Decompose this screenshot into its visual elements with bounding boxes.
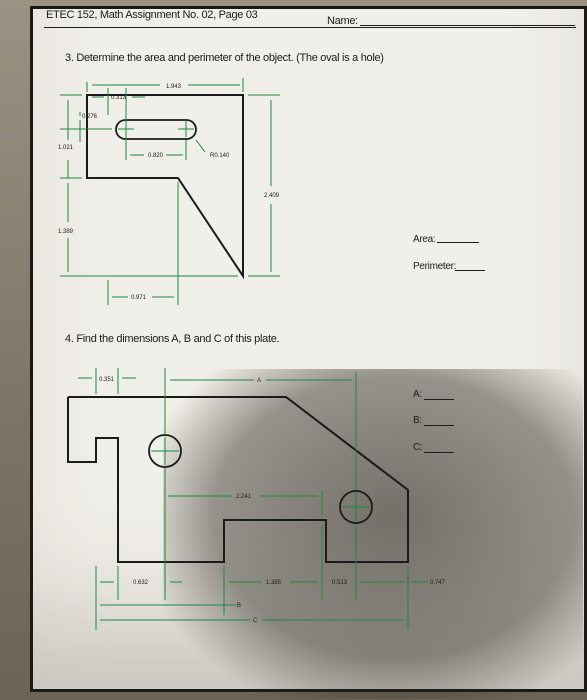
dim4-mid: 2.241: [236, 494, 252, 500]
part3-dimension-lines: [60, 78, 280, 305]
dim3-left-lower: 1.389: [58, 229, 74, 235]
b-label: B:: [413, 415, 422, 426]
problem-4-drawing: 0.351 A 2.241 0.632 1.385 0.513 0.747 B …: [67, 368, 446, 630]
dim3-right-height: 2.409: [264, 193, 280, 199]
dim3-slot-offset: 0.276: [82, 114, 98, 120]
dim4-a: A: [257, 378, 261, 384]
header-underline: [44, 27, 576, 28]
name-label: Name:: [327, 15, 358, 27]
dim3-bottom-width: 0.971: [131, 295, 147, 301]
perimeter-answer-field[interactable]: [455, 270, 485, 271]
name-field[interactable]: [360, 25, 575, 26]
dim4-top-left: 0.351: [99, 377, 115, 383]
problem-3-question: 3. Determine the area and perimeter of t…: [65, 52, 384, 64]
dim3-slot-length: 0.820: [148, 153, 164, 159]
problem-3-drawing: 1.943 0.313 0.276 1.021 1.389 0.820 R0.1…: [58, 78, 280, 305]
plate-hole-right: [339, 490, 373, 524]
b-answer-field[interactable]: [424, 425, 454, 426]
plate-outline: [67, 396, 409, 563]
c-label: C:: [413, 442, 423, 453]
area-answer-field[interactable]: [437, 242, 479, 243]
dim4-bottom-right: 0.513: [332, 580, 348, 586]
a-label: A:: [413, 389, 422, 400]
dim3-radius: R0.140: [210, 153, 230, 159]
problem-4-question: 4. Find the dimensions A, B and C of thi…: [65, 333, 280, 345]
dim4-c: C: [253, 618, 258, 624]
dim3-left-upper: 1.021: [58, 145, 74, 151]
dim3-top-width: 1.943: [166, 84, 182, 90]
dim4-bottom-left: 0.632: [133, 580, 149, 586]
a-answer-field[interactable]: [424, 399, 454, 400]
dim4-b: B: [237, 603, 241, 609]
c-answer-field[interactable]: [424, 452, 454, 453]
dim4-bottom-mid: 1.385: [266, 580, 282, 586]
worksheet-title: ETEC 152, Math Assignment No. 02, Page 0…: [46, 9, 258, 21]
plate-dimension-lines: [78, 368, 428, 630]
slot-center-marks: [118, 121, 194, 137]
part3-outline: [86, 94, 244, 280]
oval-hole: [115, 119, 197, 140]
dim3-top-left: 0.313: [111, 95, 127, 101]
dim4-far-right: 0.747: [430, 580, 446, 586]
area-label: Area:: [413, 234, 436, 245]
perimeter-label: Perimeter:: [413, 261, 457, 272]
